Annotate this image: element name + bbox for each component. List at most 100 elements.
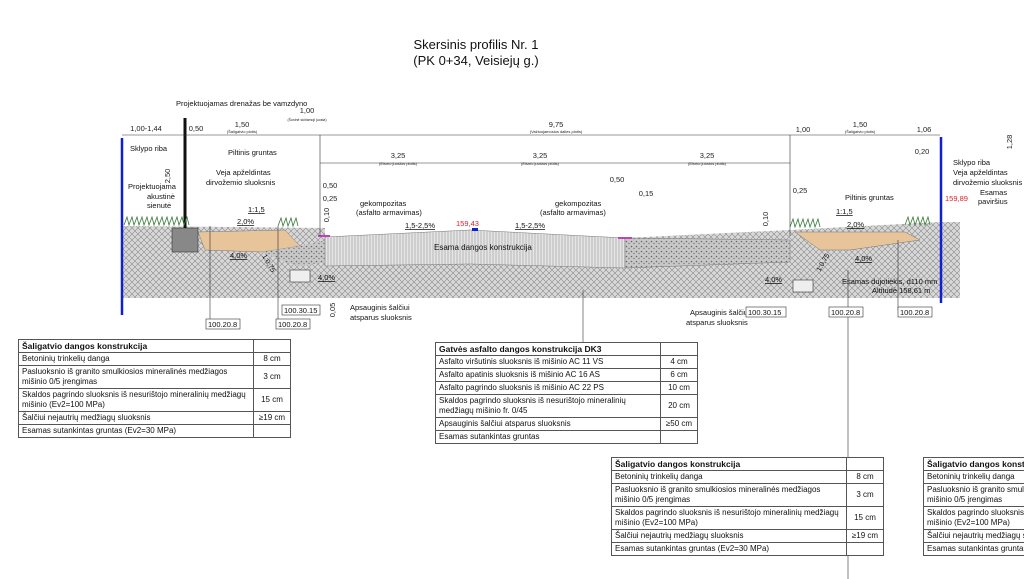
elevation-center: 159,43: [456, 219, 479, 228]
dim-text: 0,05: [328, 303, 337, 318]
dim-text: 1,00: [300, 106, 315, 115]
drain-left: [289, 269, 311, 283]
layer-thickness: ≥19 cm: [253, 411, 291, 425]
layer-name: Šalčiui nejautrių medžiagų sluoksnis: [923, 529, 1024, 543]
layer-thickness: 4 cm: [660, 355, 698, 369]
dimension-lines: [122, 134, 940, 579]
layer-name: Esamas sutankintas gruntas (Ev2=30 MPa): [923, 542, 1024, 556]
grass-right: [789, 215, 931, 229]
table-row: Šalčiui nejautrių medžiagų sluoksnis≥19 …: [923, 529, 1024, 543]
code-box: 100.20.8: [208, 320, 237, 329]
table-row: Asfalto pagrindo sluoksnis iš mišinio AC…: [435, 381, 698, 395]
lane-note: (Eismo juostos plotis): [688, 161, 727, 166]
table-header: Šaligatvio dangos konstrukcija: [18, 339, 254, 353]
layer-thickness: 15 cm: [846, 506, 884, 530]
frost-layer-label: atsparus sluoksnis: [350, 313, 412, 322]
table-row: Skaldos pagrindo sluoksnis iš nesurištoj…: [923, 506, 1024, 530]
layer-name: Pasluoksnio iš granito smulkiosios miner…: [18, 365, 254, 389]
sidewalk-table-clip: Šaligatvio dangos konstrukcija Betoninių…: [923, 457, 1024, 579]
drainage-label: Projektuojamas drenažas be vamzdyno: [176, 99, 307, 108]
layer-name: Asfalto pagrindo sluoksnis iš mišinio AC…: [435, 381, 661, 395]
right-sidewalk-base: [794, 231, 921, 251]
layer-thickness: ≥50 cm: [660, 417, 698, 431]
grass-left: [123, 215, 299, 228]
dim-note: (Šaligatvio plotis): [845, 129, 876, 134]
layer-name: Esamas sutankintas gruntas (Ev2=30 MPa): [18, 424, 254, 438]
existing-surface-label: Esamas: [980, 188, 1007, 197]
frost-layer-label: Apsauginis šalčiui: [690, 308, 750, 317]
table-row: Šalčiui nejautrių medžiagų sluoksnis≥19 …: [611, 529, 884, 543]
dim-text: 1,28: [1005, 135, 1014, 150]
layer-thickness: 15 cm: [253, 388, 291, 412]
dim-text: 1,00-1,44: [130, 124, 162, 133]
dim-note: (Šoninė skiriamoji juosta): [287, 117, 326, 122]
layer-name: Pasluoksnio iš granito smulkiosios miner…: [611, 483, 847, 507]
dim-text: 0,10: [322, 208, 331, 223]
code-box: 100.30.15: [284, 306, 317, 315]
fill-soil-label: Piltinis gruntas: [845, 193, 894, 202]
layer-name: Esamas sutankintas gruntas: [435, 430, 661, 444]
lawn-label: dirvožemio sluoksnis: [953, 178, 1022, 187]
table-row: Esamas sutankintas gruntas (Ev2=30 MPa): [923, 542, 1024, 556]
table-row: Esamas sutankintas gruntas (Ev2=30 MPa): [18, 424, 291, 438]
dim-text: 1,50: [853, 120, 868, 129]
layer-name: Betoninių trinkelių danga: [611, 470, 847, 484]
layer-thickness: 10 cm: [660, 381, 698, 395]
slope-label: 1,5-2,5%: [515, 221, 545, 230]
table-row: Pasluoksnio iš granito smulkiosios miner…: [923, 483, 1024, 507]
slope-label: 2,0%: [847, 220, 864, 229]
center-elevation-marker: [472, 228, 478, 231]
slope-label: 1,5-2,5%: [405, 221, 435, 230]
table-row: Pasluoksnio iš granito smulkiosios miner…: [18, 365, 291, 389]
table-row: Skaldos pagrindo sluoksnis iš nesurištoj…: [611, 506, 884, 530]
table-row: Skaldos pagrindo sluoksnis iš nesurištoj…: [18, 388, 291, 412]
geocomposite-label: (asfalto armavimas): [540, 208, 606, 217]
layer-name: Skaldos pagrindo sluoksnis iš nesurištoj…: [611, 506, 847, 530]
road-new-pavement: [624, 237, 791, 269]
layer-thickness: 20 cm: [660, 394, 698, 418]
dim-text: 1,50: [235, 120, 250, 129]
acoustic-wall-label: sienutė: [147, 201, 171, 210]
table-header: Šaligatvio dangos konstrukcija: [923, 457, 1024, 471]
layer-name: Esamas sutankintas gruntas (Ev2=30 MPa): [611, 542, 847, 556]
layer-name: Skaldos pagrindo sluoksnis iš nesurištoj…: [18, 388, 254, 412]
dim-text: 0,15: [639, 189, 654, 198]
frost-layer-label: Apsauginis šalčiui: [350, 303, 410, 312]
layer-name: Betoninių trinkelių danga: [18, 352, 254, 366]
dim-text: 0,50: [189, 124, 204, 133]
layer-thickness: ≥19 cm: [846, 529, 884, 543]
drain-right: [792, 279, 814, 293]
table-header: Gatvės asfalto dangos konstrukcija DK3: [435, 342, 661, 356]
layer-name: Asfalto viršutinis sluoksnis iš mišinio …: [435, 355, 661, 369]
layer-name: Apsauginis šalčiui atsparus sluoksnis: [435, 417, 661, 431]
dim-text: 0,20: [915, 147, 930, 156]
layer-name: Pasluoksnio iš granito smulkiosios miner…: [923, 483, 1024, 507]
layer-thickness: 8 cm: [253, 352, 291, 366]
layer-thickness: [846, 542, 884, 556]
dim-text: 2,50: [163, 169, 172, 184]
plot-boundary-label: Sklypo riba: [953, 158, 991, 167]
left-gravel: [262, 240, 328, 266]
acoustic-wall-label: akustinė: [147, 192, 175, 201]
dim-text: 1,00: [796, 125, 811, 134]
plot-boundary-label: Sklypo riba: [130, 144, 168, 153]
geocomposite-label: gekompozitas: [360, 199, 407, 208]
frost-layer-label: atsparus sluoksnis: [686, 318, 748, 327]
table-row: Asfalto viršutinis sluoksnis iš mišinio …: [435, 355, 698, 369]
code-box: 100.20.8: [831, 308, 860, 317]
sidewalk-construction-table-left: Šaligatvio dangos konstrukcija Betoninių…: [18, 339, 291, 438]
slope-ratio: 1:1,5: [836, 207, 853, 216]
drawing-title-line2: (PK 0+34, Veisiejų g.): [413, 53, 539, 68]
layer-name: Šalčiui nejautrių medžiagų sluoksnis: [18, 411, 254, 425]
table-row: Pasluoksnio iš granito smulkiosios miner…: [611, 483, 884, 507]
table-row: Asfalto apatinis sluoksnis iš mišinio AC…: [435, 368, 698, 382]
code-box: 100.20.8: [900, 308, 929, 317]
fill-soil-label: Piltinis gruntas: [228, 148, 277, 157]
acoustic-wall-label: Projektuojama: [128, 182, 177, 191]
code-box: 100.20.8: [278, 320, 307, 329]
drawing-title-line1: Skersinis profilis Nr. 1: [413, 37, 539, 52]
